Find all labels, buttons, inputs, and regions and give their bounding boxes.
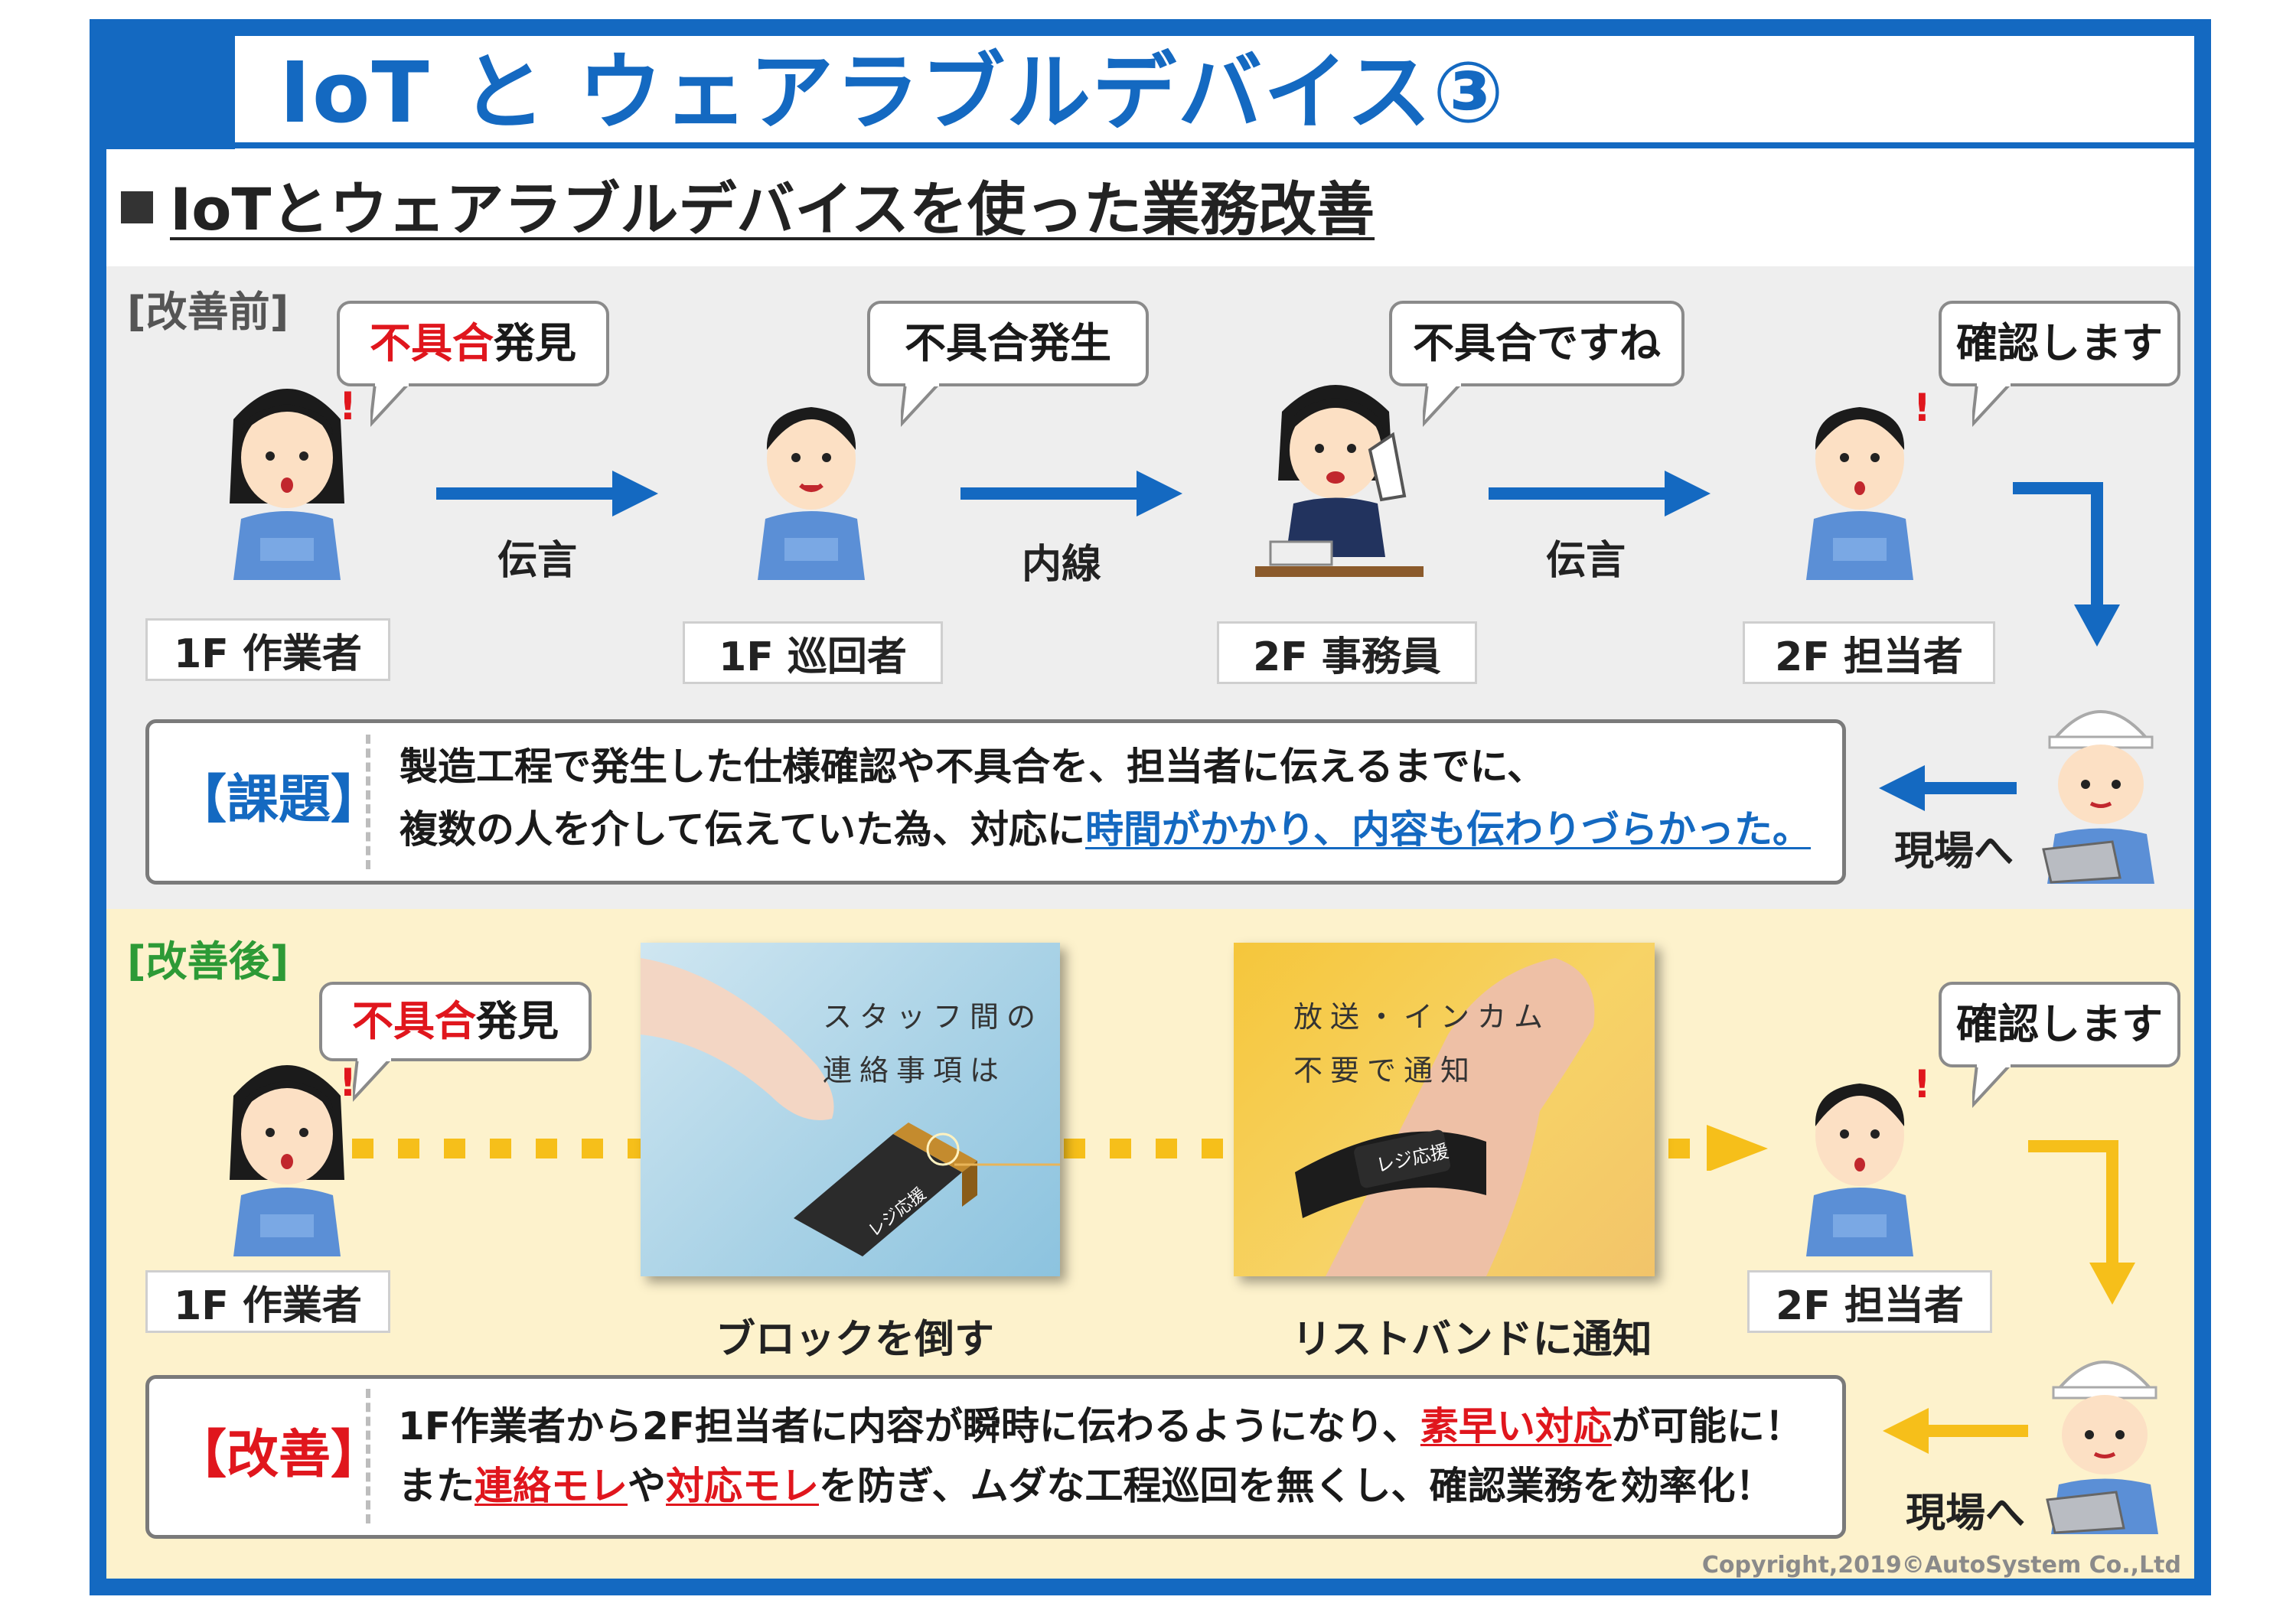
office-clerk-phone-icon [1255, 385, 1424, 577]
arrow-right-icon [960, 471, 1182, 516]
hand-block-illustration [641, 958, 1060, 1256]
improvement-box [145, 1375, 1846, 1539]
arrow-down-turn-icon [2013, 482, 2120, 647]
bubble-red-text: 不具合 [352, 997, 476, 1045]
improvement-emphasis: 連絡モレ [475, 1464, 628, 1508]
speech-bubble-its-a-defect: 不具合ですね [1389, 301, 1684, 427]
to-site-label: 現場へ [1894, 829, 2014, 875]
field-worker-helmet-icon [2042, 710, 2154, 884]
bubble-text: 不具合発生 [905, 319, 1111, 367]
improvement-text: や [628, 1464, 666, 1508]
problem-text-emphasis: 時間がかかり、内容も伝わりづらかった。 [1085, 807, 1811, 852]
bubble-tail [1423, 383, 1463, 427]
improvement-text: 1F作業者から2F担当者に内容が瞬時に伝わるようになり、 [398, 1404, 1420, 1448]
flow-label-message: 伝言 [1546, 538, 1626, 584]
photo-wristband-device: 放送・インカム 不要で通知 レジ応援 [1234, 943, 1655, 1276]
arrow-right-icon [436, 471, 658, 516]
problem-text-plain: 複数の人を介して伝えていた為、対応に [400, 807, 1085, 852]
page-title: IoT と ウェアラブルデバイス③ [279, 44, 1505, 142]
before-label: [改善前] [127, 288, 289, 336]
speech-bubble-will-confirm: 確認します [1939, 982, 2180, 1108]
title-underline-rule [235, 142, 2194, 148]
name-tag-2f-staff: 2F 担当者 [1747, 1270, 1992, 1333]
speech-bubble-defect-found: 不具合発見 [337, 301, 609, 427]
problem-text-line2: 複数の人を介して伝えていた為、対応に時間がかかり、内容も伝わりづらかった。 [400, 806, 1811, 852]
improvement-text: を防ぎ、ムダな工程巡回を無くし、確認業務を効率化！ [819, 1464, 1774, 1508]
bubble-text: 発見 [494, 319, 576, 367]
bubble-text: 確認します [1956, 1000, 2163, 1048]
speech-bubble-defect-occurred: 不具合発生 [867, 301, 1149, 427]
speech-bubble-will-confirm: 確認します [1939, 301, 2180, 427]
title-accent-block [106, 36, 235, 149]
improvement-text: また [398, 1464, 475, 1508]
title-bar [106, 36, 2194, 149]
photo2-caption: リストバンドに通知 [1292, 1317, 1652, 1363]
speech-bubble-defect-found: 不具合発見 [319, 982, 592, 1102]
field-worker-helmet-icon [2046, 1360, 2158, 1534]
problem-heading: 【課題】 [174, 770, 383, 830]
photo1-caption: ブロックを倒す [716, 1317, 995, 1363]
staff-man-icon: ! [1806, 386, 1931, 580]
name-tag-2f-staff: 2F 担当者 [1743, 621, 1995, 684]
name-tag-1f-worker: 1F 作業者 [145, 1270, 390, 1333]
problem-box [145, 719, 1846, 885]
arrow-right-icon [1489, 471, 1711, 516]
improvement-emphasis: 素早い対応 [1420, 1404, 1612, 1448]
patrol-man-icon [758, 407, 865, 580]
name-tag-2f-clerk: 2F 事務員 [1217, 621, 1477, 684]
bubble-tail [1972, 383, 2013, 427]
svg-text:!: ! [339, 1061, 356, 1105]
box-divider [366, 1389, 370, 1523]
bubble-text: 不具合ですね [1413, 319, 1661, 367]
photo1-caption-line1: スタッフ間の [823, 1000, 1044, 1034]
bubble-tail [370, 383, 411, 427]
arrow-left-icon [1883, 1408, 2028, 1454]
improvement-text: が可能に！ [1611, 1404, 1803, 1448]
section-title: IoTとウェアラブルデバイスを使った業務改善 [170, 175, 1375, 243]
bubble-tail [901, 383, 941, 427]
svg-text:!: ! [1913, 386, 1931, 430]
arrow-left-icon [1879, 765, 2017, 811]
worker-woman-icon: ! [230, 384, 356, 580]
bubble-red-text: 不具合 [370, 319, 494, 367]
improvement-heading: 【改善】 [174, 1425, 383, 1485]
wristband-illustration [1295, 958, 1595, 1276]
worker-woman-icon: ! [230, 1061, 356, 1256]
arrow-down-turn-icon [2028, 1140, 2135, 1305]
after-label: [改善後] [127, 937, 289, 986]
bubble-tail [1972, 1064, 2013, 1108]
to-site-label: 現場へ [1906, 1491, 2026, 1536]
section-bullet-square [121, 191, 153, 223]
flow-label-message: 伝言 [497, 538, 578, 584]
svg-text:!: ! [339, 384, 356, 429]
box-divider [366, 735, 370, 869]
bubble-text: 確認します [1956, 319, 2163, 367]
improvement-text-line1: 1F作業者から2F担当者に内容が瞬時に伝わるようになり、素早い対応が可能に！ [398, 1403, 1803, 1449]
flow-label-extension-call: 内線 [1022, 542, 1102, 588]
improvement-text-line2: また連絡モレや対応モレを防ぎ、ムダな工程巡回を無くし、確認業務を効率化！ [398, 1463, 1774, 1509]
photo-block-device: スタッフ間の 連絡事項は レジ応援 [641, 943, 1060, 1276]
problem-text-line1: 製造工程で発生した仕様確認や不具合を、担当者に伝えるまでに、 [400, 745, 1545, 789]
bubble-text: 発見 [476, 997, 559, 1045]
name-tag-1f-patroller: 1F 巡回者 [683, 621, 943, 684]
improvement-emphasis: 対応モレ [666, 1464, 819, 1508]
copyright-notice: Copyright,2019©AutoSystem Co.,Ltd [1701, 1552, 2181, 1579]
name-tag-1f-worker: 1F 作業者 [145, 618, 390, 681]
bubble-tail [353, 1058, 393, 1102]
svg-text:!: ! [1913, 1062, 1931, 1106]
staff-man-icon: ! [1806, 1062, 1931, 1256]
photo2-caption-line2: 不要で通知 [1293, 1054, 1478, 1087]
slide-frame [90, 19, 2211, 1595]
photo1-caption-line2: 連絡事項は [823, 1054, 1007, 1087]
photo2-caption-line1: 放送・インカム [1293, 1000, 1551, 1034]
